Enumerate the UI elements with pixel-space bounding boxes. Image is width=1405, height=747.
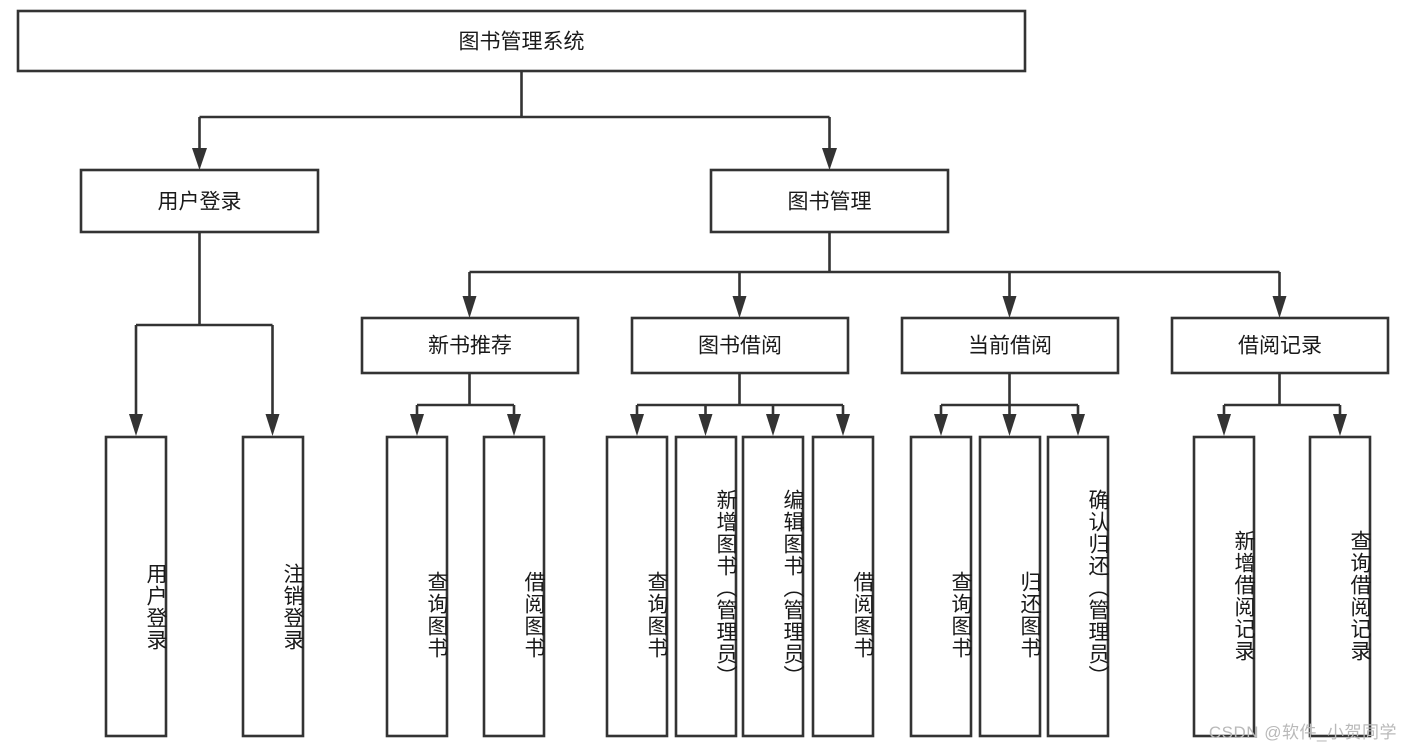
- node-book-management-label: 图书管理: [788, 191, 872, 214]
- node-borrow-record-box[interactable]: [1170, 316, 1390, 375]
- leaf-add-record-box[interactable]: [1192, 435, 1256, 738]
- arrow-head-leaf-return-book: [1002, 414, 1017, 436]
- arrow-head-leaf-add-record: [1217, 414, 1231, 436]
- arrow-head-leaf-user-logout: [265, 414, 280, 436]
- leaf-confirm-return-box[interactable]: [1046, 435, 1110, 738]
- node-book-borrow-label: 图书借阅: [698, 335, 782, 358]
- node-new-book-recommend-box[interactable]: [360, 316, 580, 375]
- arrow-head-user-login: [192, 148, 207, 170]
- node-borrow-record-label: 借阅记录: [1238, 335, 1322, 358]
- arrow-head-leaf-edit-book: [766, 414, 780, 436]
- arrow-head-leaf-confirm-return: [1071, 414, 1085, 436]
- arrow-head-leaf-user-login: [129, 414, 143, 436]
- arrow-head-new-book-recommend: [462, 296, 477, 318]
- node-book-management[interactable]: 图书管理: [709, 168, 950, 234]
- leaf-query-book-3-box[interactable]: [909, 435, 973, 738]
- leaf-query-book-1-box[interactable]: [385, 435, 449, 738]
- leaf-add-book-box[interactable]: [674, 435, 738, 738]
- node-new-book-recommend-label: 新书推荐: [428, 335, 512, 358]
- node-book-management-box[interactable]: [709, 168, 950, 234]
- leaf-edit-book-box[interactable]: [741, 435, 805, 738]
- arrow-head-leaf-query-book-3: [934, 414, 948, 436]
- leaf-query-record-box[interactable]: [1308, 435, 1372, 738]
- node-new-book-recommend[interactable]: 新书推荐: [360, 316, 580, 375]
- leaf-user-logout-box[interactable]: [241, 435, 305, 738]
- csdn-watermark: CSDN @软件_小贺同学: [1208, 723, 1397, 742]
- arrow-head-leaf-borrow-book-1: [507, 414, 521, 436]
- node-user-login-box[interactable]: [79, 168, 320, 234]
- arrow-head-book-management: [822, 148, 837, 170]
- connectors-layer: [129, 71, 1347, 436]
- arrow-head-current-borrow: [1002, 296, 1017, 318]
- leaf-boxes-layer: [104, 435, 1372, 738]
- node-user-login-label: 用户登录: [158, 191, 242, 214]
- leaf-borrow-book-2-box[interactable]: [811, 435, 875, 738]
- node-current-borrow-label: 当前借阅: [968, 335, 1052, 358]
- leaf-query-book-2-box[interactable]: [605, 435, 669, 738]
- node-current-borrow[interactable]: 当前借阅: [900, 316, 1120, 375]
- node-current-borrow-box[interactable]: [900, 316, 1120, 375]
- arrow-head-borrow-record: [1272, 296, 1287, 318]
- arrow-head-leaf-query-record: [1333, 414, 1347, 436]
- leaf-borrow-book-1-box[interactable]: [482, 435, 546, 738]
- leaf-return-book-box[interactable]: [978, 435, 1042, 738]
- arrow-head-leaf-query-book-2: [630, 414, 644, 436]
- node-root[interactable]: 图书管理系统: [16, 9, 1027, 73]
- arrow-head-leaf-borrow-book-2: [836, 414, 850, 436]
- node-borrow-record[interactable]: 借阅记录: [1170, 316, 1390, 375]
- node-book-borrow[interactable]: 图书借阅: [630, 316, 850, 375]
- node-root-label: 图书管理系统: [459, 31, 585, 54]
- arrow-head-leaf-query-book-1: [410, 414, 424, 436]
- node-root-box[interactable]: [16, 9, 1027, 73]
- node-book-borrow-box[interactable]: [630, 316, 850, 375]
- arrow-head-leaf-add-book: [698, 414, 713, 436]
- leaf-user-login-box[interactable]: [104, 435, 168, 738]
- arrow-head-book-borrow: [732, 296, 747, 318]
- node-user-login[interactable]: 用户登录: [79, 168, 320, 234]
